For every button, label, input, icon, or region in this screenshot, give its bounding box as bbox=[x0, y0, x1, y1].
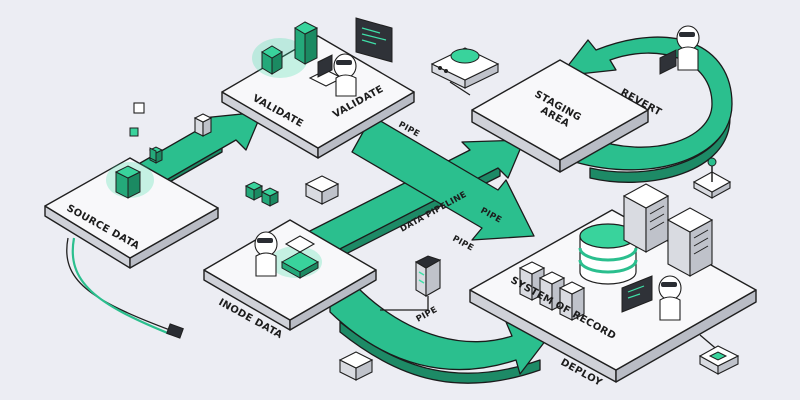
platform-system-of-record: SYSTEM OF RECORD bbox=[469, 183, 757, 383]
server-rack-icon bbox=[294, 21, 319, 65]
arrow-revert-loop bbox=[559, 36, 733, 183]
arrow-validate-branch bbox=[351, 115, 535, 241]
robot-revert-icon bbox=[659, 25, 700, 75]
label-pipe-bottom: PIPE bbox=[415, 305, 440, 325]
monitor-icon bbox=[355, 17, 393, 63]
server-racks-left bbox=[518, 261, 586, 321]
arrow-inode-to-record bbox=[329, 285, 547, 384]
data-grid-icon bbox=[280, 251, 320, 279]
document-icon bbox=[284, 235, 316, 253]
database-icon bbox=[578, 223, 638, 285]
joystick-icon bbox=[692, 157, 732, 199]
server-tower-icon bbox=[380, 255, 442, 311]
robot-icon bbox=[333, 53, 357, 97]
robot-inode-icon bbox=[254, 231, 278, 277]
floating-cubes bbox=[129, 102, 213, 162]
cable-left bbox=[66, 237, 184, 339]
server-box-icon bbox=[114, 165, 142, 199]
cable-staging-left bbox=[449, 81, 471, 96]
laptop-icon bbox=[308, 54, 344, 87]
router-device-icon bbox=[430, 47, 500, 89]
robot-record-icon bbox=[621, 275, 682, 321]
label-pipe-lower-left: PIPE bbox=[451, 234, 476, 254]
platform-validate: VALIDATE VALIDATE bbox=[221, 17, 415, 159]
small-box-bottom bbox=[338, 351, 374, 381]
chip-stack-icon bbox=[261, 45, 283, 75]
platform-staging-area: STAGING AREA bbox=[471, 59, 649, 173]
platform-inode-data: INODE DATA bbox=[203, 219, 377, 341]
center-cubes bbox=[244, 175, 340, 207]
chip-device-icon bbox=[698, 345, 740, 375]
platform-source-data: SOURCE DATA bbox=[44, 146, 219, 269]
server-racks-back bbox=[622, 183, 714, 277]
